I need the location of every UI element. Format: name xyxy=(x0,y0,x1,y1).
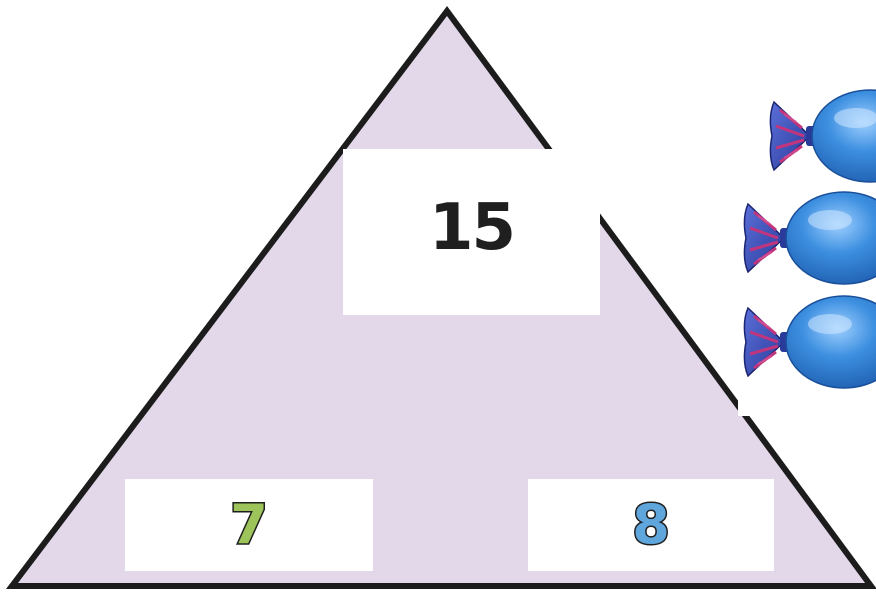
candy-group xyxy=(738,80,876,416)
wrapped-candy-icon xyxy=(770,90,876,182)
candy-picture-panel xyxy=(738,80,876,416)
whole-number: 15 xyxy=(429,196,514,260)
right-part-number: 8 xyxy=(632,498,670,552)
wrapped-candy-icon xyxy=(744,296,876,388)
left-part-number: 7 xyxy=(230,498,268,552)
wrapped-candy-icon xyxy=(744,192,876,284)
left-part-box: 7 xyxy=(125,479,373,571)
whole-number-box: 15 xyxy=(343,149,600,315)
right-part-box: 8 xyxy=(528,479,774,571)
